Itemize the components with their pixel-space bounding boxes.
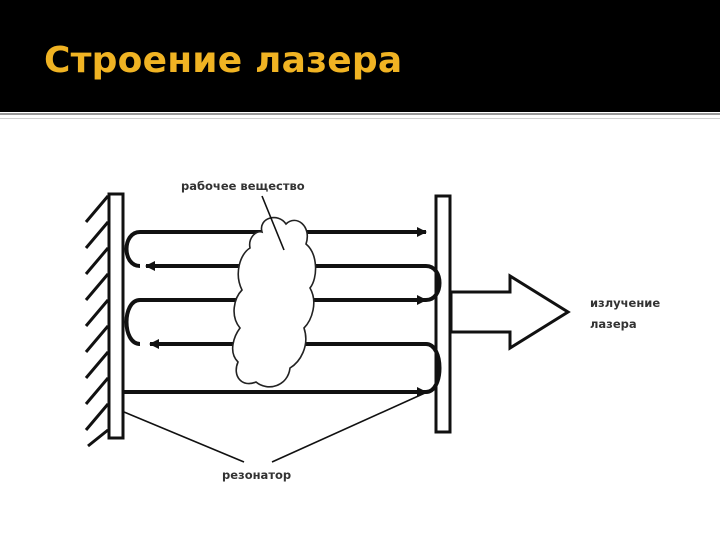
label-working-medium: рабочее вещество xyxy=(181,179,305,193)
right-mirror xyxy=(434,194,452,434)
title-divider-thin xyxy=(0,118,720,119)
mirror-hatching xyxy=(84,195,110,448)
output-arrow xyxy=(449,273,571,351)
working-medium-cloud xyxy=(231,216,317,388)
label-resonator: резонатор xyxy=(222,468,291,482)
slide-title: Строение лазера xyxy=(44,40,403,81)
title-bar: Строение лазера xyxy=(0,0,720,112)
medium-pointer-line xyxy=(261,195,285,251)
left-mirror xyxy=(84,192,125,448)
label-emission-line2: лазера xyxy=(590,317,637,331)
title-divider xyxy=(0,113,720,115)
label-emission-line1: излучение xyxy=(590,296,660,310)
resonator-pointers xyxy=(123,387,437,463)
